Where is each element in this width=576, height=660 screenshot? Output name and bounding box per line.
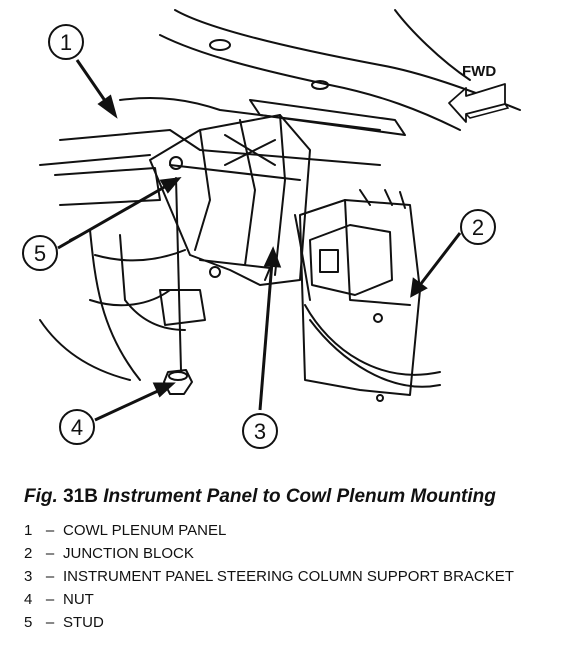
forward-direction-indicator: FWD bbox=[448, 63, 510, 123]
figure-title: Instrument Panel to Cowl Plenum Mounting bbox=[103, 486, 496, 507]
figure-caption: Fig. 31B Instrument Panel to Cowl Plenum… bbox=[24, 486, 564, 508]
legend-text: COWL PLENUM PANEL bbox=[63, 522, 227, 539]
svg-text:3: 3 bbox=[254, 419, 266, 444]
leader-lines bbox=[57, 59, 462, 422]
legend-dash: – bbox=[45, 522, 55, 539]
callout-2: 2 bbox=[460, 209, 496, 245]
legend-dash: – bbox=[45, 545, 55, 562]
legend-item: 1 – COWL PLENUM PANEL bbox=[24, 522, 564, 539]
legend-item: 2 – JUNCTION BLOCK bbox=[24, 545, 564, 562]
legend-number: 5 bbox=[24, 614, 33, 631]
parts-legend: 1 – COWL PLENUM PANEL 2 – JUNCTION BLOCK… bbox=[24, 522, 564, 637]
callout-4: 4 bbox=[59, 409, 95, 445]
figure-number: 31B bbox=[63, 486, 98, 507]
mechanical-illustration: 1 2 3 4 5 FWD bbox=[22, 9, 521, 449]
legend-dash: – bbox=[45, 591, 55, 608]
callout-1: 1 bbox=[48, 24, 84, 60]
legend-text: STUD bbox=[63, 614, 104, 631]
legend-text: INSTRUMENT PANEL STEERING COLUMN SUPPORT… bbox=[63, 568, 514, 585]
figure-label: Fig. bbox=[24, 486, 58, 507]
legend-dash: – bbox=[45, 568, 55, 585]
legend-item: 3 – INSTRUMENT PANEL STEERING COLUMN SUP… bbox=[24, 568, 564, 585]
legend-item: 5 – STUD bbox=[24, 614, 564, 631]
junction-block bbox=[299, 189, 441, 402]
legend-number: 1 bbox=[24, 522, 33, 539]
legend-number: 2 bbox=[24, 545, 33, 562]
stud bbox=[169, 156, 183, 371]
legend-dash: – bbox=[45, 614, 55, 631]
callout-3: 3 bbox=[242, 413, 278, 449]
callout-5: 5 bbox=[22, 235, 58, 271]
steering-column-structure bbox=[39, 229, 206, 381]
svg-text:4: 4 bbox=[71, 415, 83, 440]
svg-text:FWD: FWD bbox=[462, 63, 496, 80]
svg-text:2: 2 bbox=[472, 215, 484, 240]
forward-arrow-icon bbox=[448, 83, 510, 123]
svg-text:5: 5 bbox=[34, 241, 46, 266]
steering-column-support-bracket bbox=[149, 114, 311, 301]
nut bbox=[163, 369, 193, 395]
legend-number: 3 bbox=[24, 568, 33, 585]
legend-number: 4 bbox=[24, 591, 33, 608]
svg-text:1: 1 bbox=[60, 30, 72, 55]
legend-text: NUT bbox=[63, 591, 94, 608]
legend-item: 4 – NUT bbox=[24, 591, 564, 608]
legend-text: JUNCTION BLOCK bbox=[63, 545, 194, 562]
